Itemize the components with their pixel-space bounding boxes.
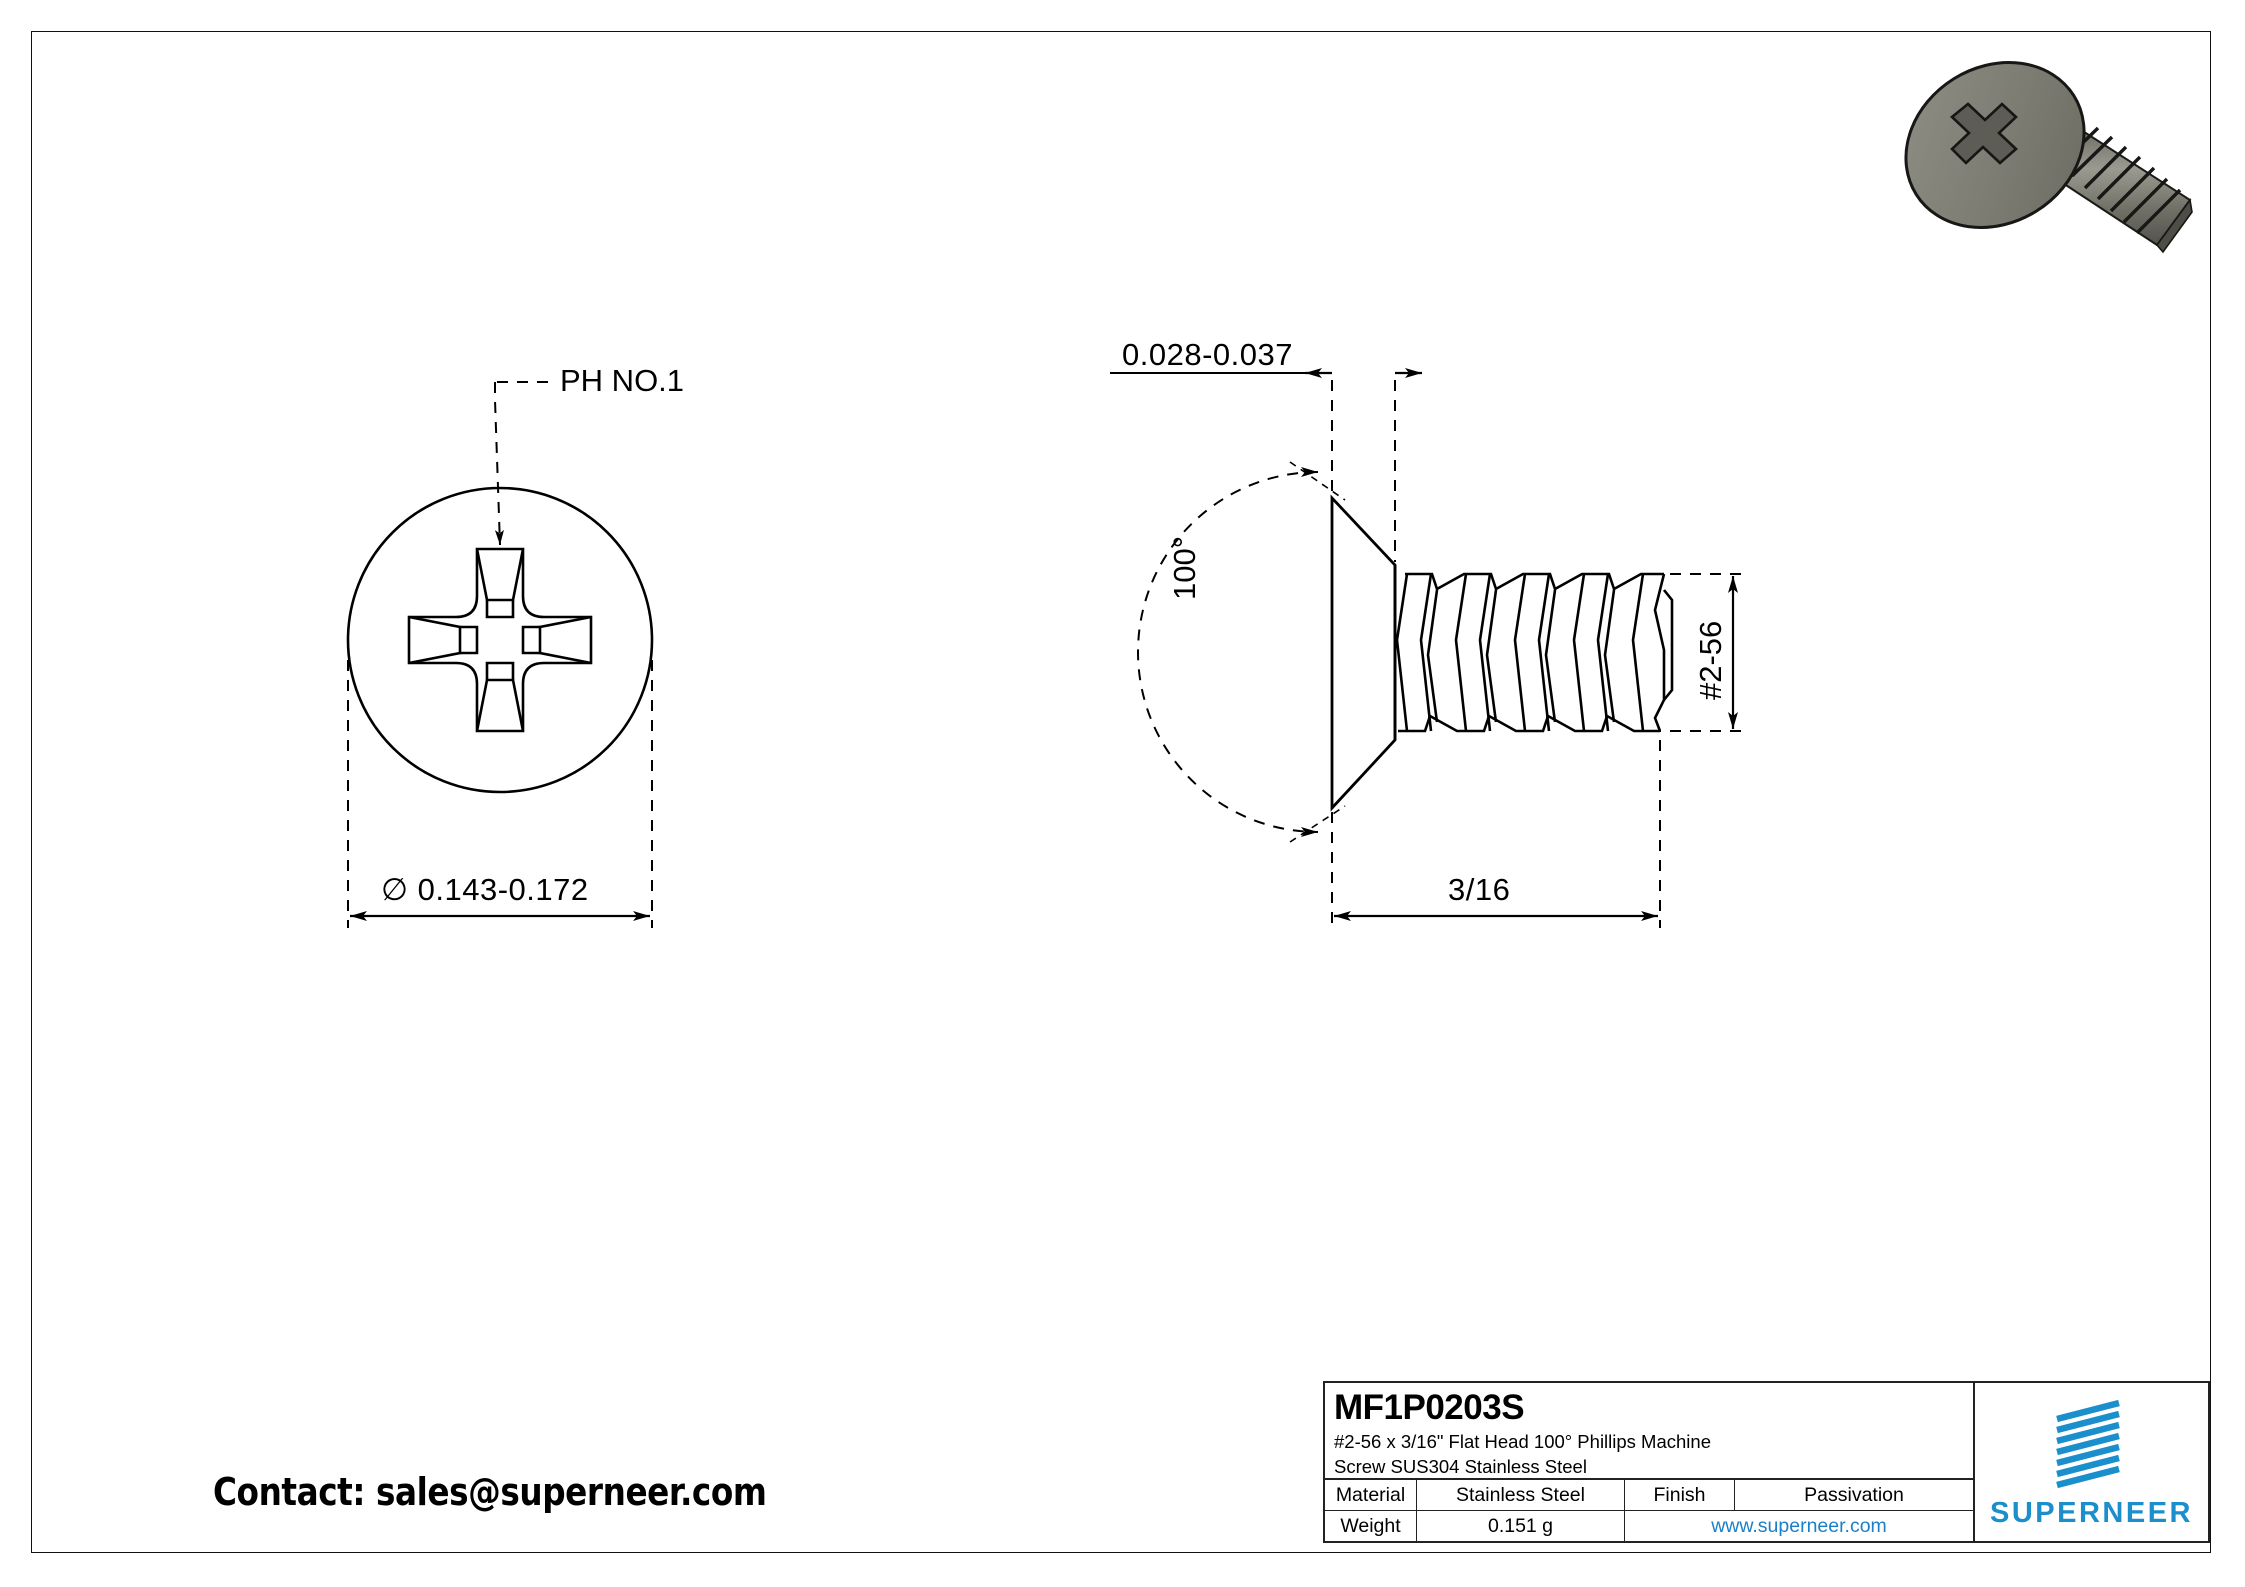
- material-label: Material: [1325, 1480, 1417, 1510]
- website-link[interactable]: www.superneer.com: [1711, 1514, 1887, 1537]
- diameter-dimension-text: ∅ 0.143-0.172: [381, 872, 589, 907]
- part-description-line-2: Screw SUS304 Stainless Steel: [1334, 1456, 1587, 1477]
- ph-callout-label: PH NO.1: [560, 363, 685, 398]
- weight-label: Weight: [1325, 1511, 1417, 1541]
- angle-dimension-text: 100°: [1167, 535, 1202, 600]
- length-dimension-text: 3/16: [1448, 872, 1511, 907]
- material-value: Stainless Steel: [1417, 1480, 1625, 1510]
- part-description-line-1: #2-56 x 3/16" Flat Head 100° Phillips Ma…: [1334, 1431, 1711, 1452]
- title-block-info: MF1P0203S #2-56 x 3/16" Flat Head 100° P…: [1325, 1383, 1975, 1541]
- drawing-border-frame: [31, 31, 2211, 1553]
- contact-text: Contact: sales@superneer.com: [213, 1470, 767, 1514]
- part-number: MF1P0203S: [1334, 1388, 1525, 1427]
- head-height-dimension-text: 0.028-0.037: [1122, 337, 1293, 372]
- title-block: MF1P0203S #2-56 x 3/16" Flat Head 100° P…: [1323, 1381, 2210, 1543]
- title-block-description-cell: MF1P0203S #2-56 x 3/16" Flat Head 100° P…: [1325, 1383, 1973, 1480]
- brand-logo-cell: SUPERNEER: [1975, 1383, 2208, 1541]
- material-row: Material Stainless Steel Finish Passivat…: [1325, 1480, 1973, 1511]
- finish-value: Passivation: [1804, 1483, 1904, 1506]
- brand-name: SUPERNEER: [1990, 1496, 2193, 1529]
- finish-label: Finish: [1625, 1480, 1735, 1510]
- weight-row: Weight 0.151 g www.superneer.com: [1325, 1511, 1973, 1541]
- weight-value: 0.151 g: [1417, 1511, 1625, 1541]
- superneer-logo-icon: [2055, 1399, 2120, 1488]
- thread-size-dimension-text: #2-56: [1693, 620, 1728, 700]
